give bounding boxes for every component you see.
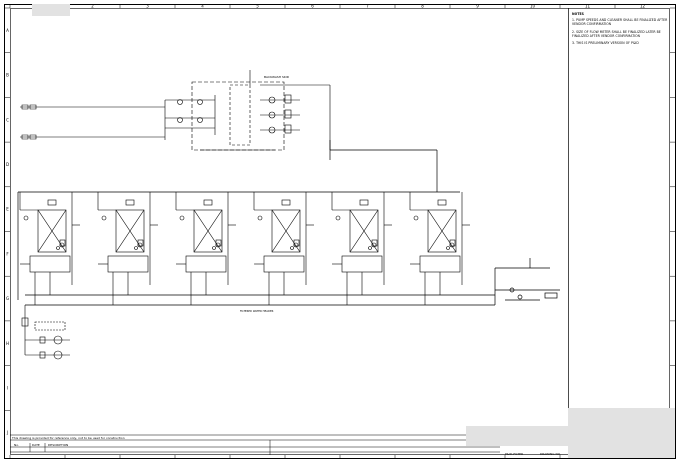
drawing-frame [10, 8, 670, 455]
row-label: C [6, 117, 9, 122]
note-item: 3. THIS IS PRELIMINARY VERSION OF P&ID [572, 41, 639, 46]
column-label: 10 [530, 3, 536, 8]
backwash-skid [177, 70, 331, 151]
row-label: E [6, 207, 9, 212]
column-label: 3 [146, 3, 149, 8]
filter-unit [253, 192, 314, 305]
skid-label: BACKWASH SKID [264, 75, 290, 79]
feed-inlet-upper [20, 95, 216, 140]
column-label: 7 [366, 3, 369, 8]
pump-set [21, 305, 70, 360]
collector-header [25, 258, 560, 306]
row-label: H [6, 341, 9, 346]
title-block-footer-right: DRAWING NO. [540, 452, 561, 456]
sheet-border [4, 4, 676, 459]
column-markers: 123456789101112 [9, 3, 646, 459]
redaction-block-bottom-right [568, 408, 675, 458]
notes-heading: NOTES [572, 12, 584, 16]
header-label: FILTERED WATER HEADER [240, 309, 274, 313]
column-label: 9 [476, 3, 479, 8]
title-block-disclaimer: This drawing is provided for reference o… [12, 436, 125, 440]
filter-unit [19, 192, 80, 305]
note-item: 1. PUMP SPEEDS AND CLEANER SHALL BE FINA… [572, 18, 668, 27]
filter-unit [97, 192, 158, 305]
title-block-date: DATE [32, 443, 40, 447]
title-block-revision-no: No. [14, 443, 19, 447]
redaction-block-top [32, 4, 70, 16]
column-label: 4 [201, 3, 204, 8]
filter-unit [409, 192, 470, 305]
column-label: 2 [91, 3, 94, 8]
row-label: F [6, 251, 9, 256]
row-label: I [7, 385, 8, 390]
row-label: A [6, 28, 9, 33]
redaction-block-bottom-mid [466, 426, 568, 446]
title-block-description: DESCRIPTION [48, 443, 69, 447]
row-label: G [6, 296, 9, 301]
notes-panel: NOTES 1. PUMP SPEEDS AND CLEANER SHALL B… [572, 12, 672, 48]
column-label: 6 [311, 3, 314, 8]
title-block-footer-left: P&ID-FILTER [505, 452, 524, 456]
filter-unit [331, 192, 392, 305]
column-label: 12 [640, 3, 646, 8]
title-block [10, 434, 500, 455]
column-label: 11 [585, 3, 591, 8]
row-label: D [6, 162, 9, 167]
row-label: B [6, 73, 9, 78]
row-markers: A B C D E F G H I J [4, 7, 676, 435]
filter-unit [175, 192, 236, 305]
column-label: 5 [256, 3, 259, 8]
main-header [17, 140, 460, 300]
filter-units [19, 192, 470, 305]
column-label: 8 [421, 3, 424, 8]
row-label: J [6, 430, 8, 435]
note-item: 2. SIZE OF FLOW METER SHALL BE FINALIZED… [572, 29, 661, 38]
